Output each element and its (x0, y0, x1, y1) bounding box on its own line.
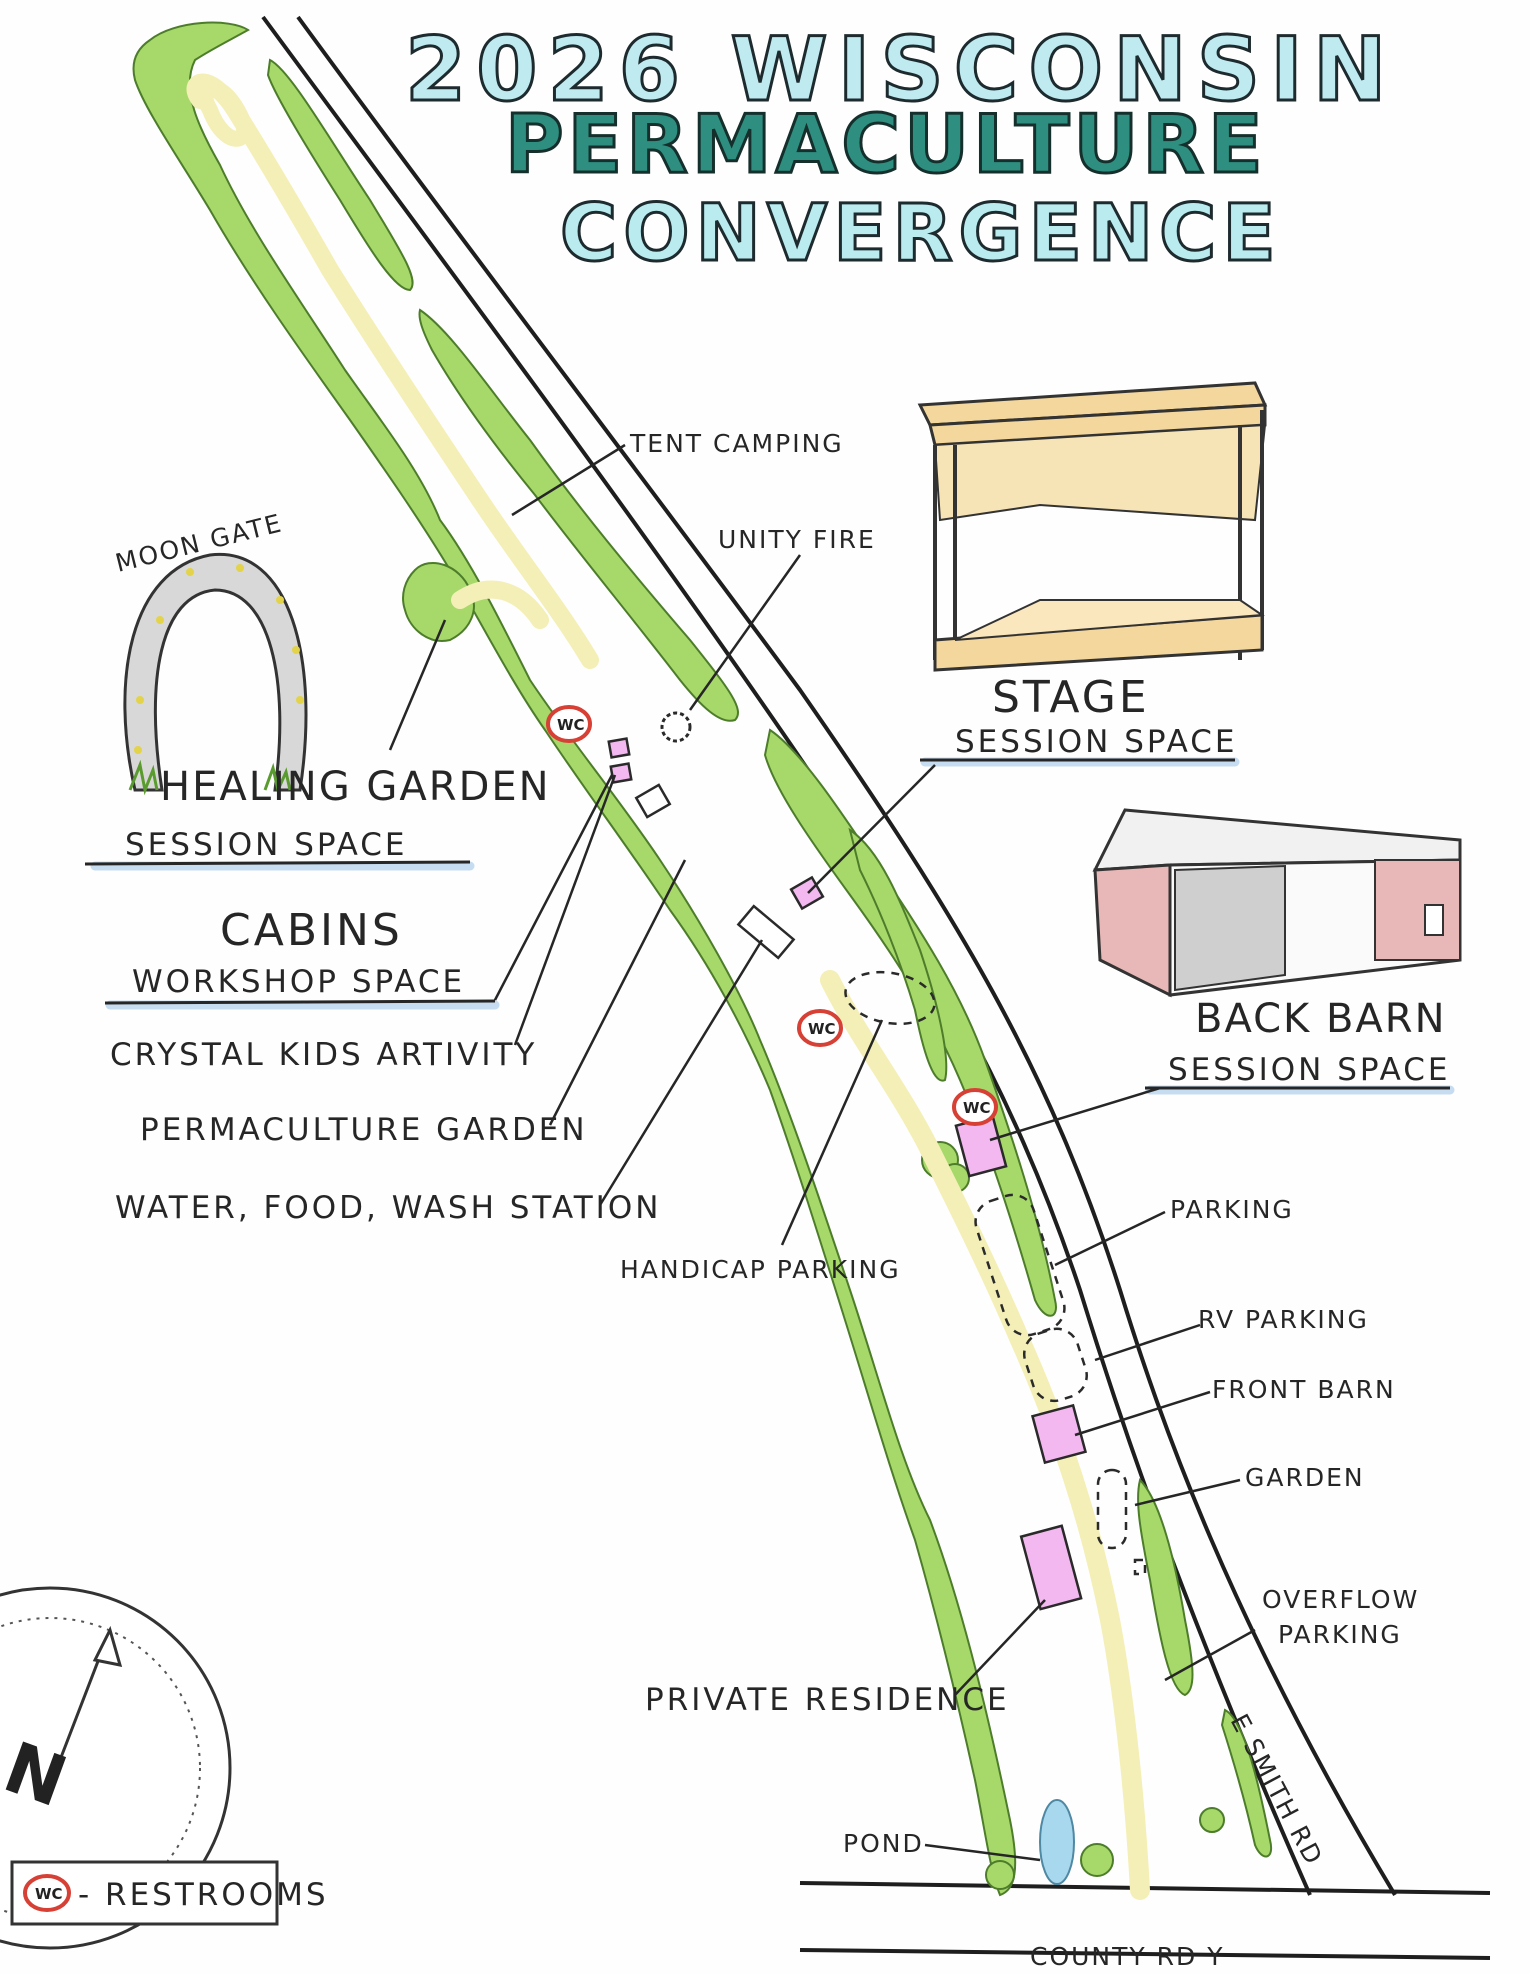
overflow-parking-label-2: PARKING (1278, 1620, 1402, 1649)
crystal-kids-building (607, 737, 631, 759)
garden-marker (1133, 1558, 1147, 1576)
legend: WC - RESTROOMS (10, 1860, 329, 1926)
smith-rd-hedge (1220, 1708, 1273, 1858)
compass: N (0, 1586, 232, 1950)
front-barn-building (1030, 1403, 1088, 1465)
healing-garden-session-label: SESSION SPACE (125, 827, 408, 863)
back-barn-label: BACK BARN (1195, 996, 1447, 1042)
main-road-edge-east (296, 15, 1397, 1897)
parking-outline (974, 1193, 1066, 1337)
restroom-marker: WC (952, 1088, 998, 1126)
pond-label: POND (843, 1829, 924, 1858)
garden-outline (1096, 1468, 1128, 1550)
south-path (820, 970, 1150, 1900)
county-rd-label: COUNTY RD Y (1030, 1942, 1224, 1971)
title-line-1: 2026 WISCONSIN (405, 18, 1397, 121)
rv-parking-label: RV PARKING (1198, 1305, 1369, 1334)
crystal-kids-building-2 (609, 762, 633, 784)
title-line-3: CONVERGENCE (560, 189, 1282, 279)
permaculture-garden-label: PERMACULTURE GARDEN (140, 1112, 588, 1148)
unity-fire-label: UNITY FIRE (718, 525, 876, 554)
rv-parking-outline (1022, 1327, 1088, 1403)
healing-garden-label: HEALING GARDEN (160, 764, 551, 810)
parking-areas (844, 970, 1147, 1576)
healing-garden-spur (451, 580, 549, 629)
water-food-wash-label: WATER, FOOD, WASH STATION (115, 1190, 661, 1226)
east-hedge-north (418, 308, 739, 722)
handicap-parking-outline (844, 970, 936, 1026)
svg-text:WC: WC (557, 716, 585, 734)
healing-garden-bushes (402, 561, 475, 642)
paths (186, 73, 1150, 1900)
legend-wc-text: WC (35, 1885, 63, 1903)
buildings (607, 737, 1088, 1611)
legend-wc-icon (23, 1874, 71, 1912)
overflow-parking-label-1: OVERFLOW (1262, 1585, 1419, 1614)
tent-camping-label: TENT CAMPING (629, 429, 844, 458)
bush (985, 1860, 1015, 1890)
map-title: 2026 WISCONSIN PERMACULTURE CONVERGENCE (404, 17, 1397, 281)
cabins-label: CABINS (220, 905, 403, 956)
pond-icon (1039, 1799, 1075, 1885)
crystal-kids-label: CRYSTAL KIDS ARTIVITY (110, 1037, 537, 1073)
stage-label: STAGE (992, 672, 1150, 723)
restroom-marker: WC (546, 705, 592, 743)
restroom-marker: WC (797, 1009, 843, 1047)
svg-text:WC: WC (808, 1020, 836, 1038)
back-barn-illustration (1092, 808, 1462, 998)
loop-ring (197, 80, 253, 147)
private-residence-label: PRIVATE RESIDENCE (645, 1682, 1010, 1718)
bush (1080, 1843, 1114, 1877)
stage-session-label: SESSION SPACE (955, 724, 1238, 760)
moon-gate-illustration (123, 552, 308, 796)
title-line-2: PERMACULTURE (505, 98, 1267, 191)
svg-text:WC: WC (963, 1099, 991, 1117)
stage-illustration (917, 381, 1268, 672)
handicap-parking-label: HANDICAP PARKING (620, 1255, 901, 1284)
county-rd-south (799, 1948, 1491, 1960)
garden-hedge (1137, 1478, 1194, 1697)
cabins-session-label: WORKSHOP SPACE (132, 964, 465, 1000)
legend-restrooms-label: - RESTROOMS (78, 1877, 329, 1913)
front-barn-label: FRONT BARN (1212, 1375, 1396, 1404)
bush (1199, 1807, 1225, 1833)
private-residence-building (1019, 1524, 1083, 1611)
cabin-2 (736, 904, 796, 960)
unity-fire-icon (660, 711, 692, 743)
parking-label: PARKING (1170, 1195, 1294, 1224)
cabin-1 (634, 783, 672, 819)
road-hedge-north (266, 58, 414, 292)
garden-label: GARDEN (1245, 1463, 1365, 1492)
west-hedge (132, 21, 1017, 1897)
back-barn-session-label: SESSION SPACE (1168, 1052, 1451, 1088)
